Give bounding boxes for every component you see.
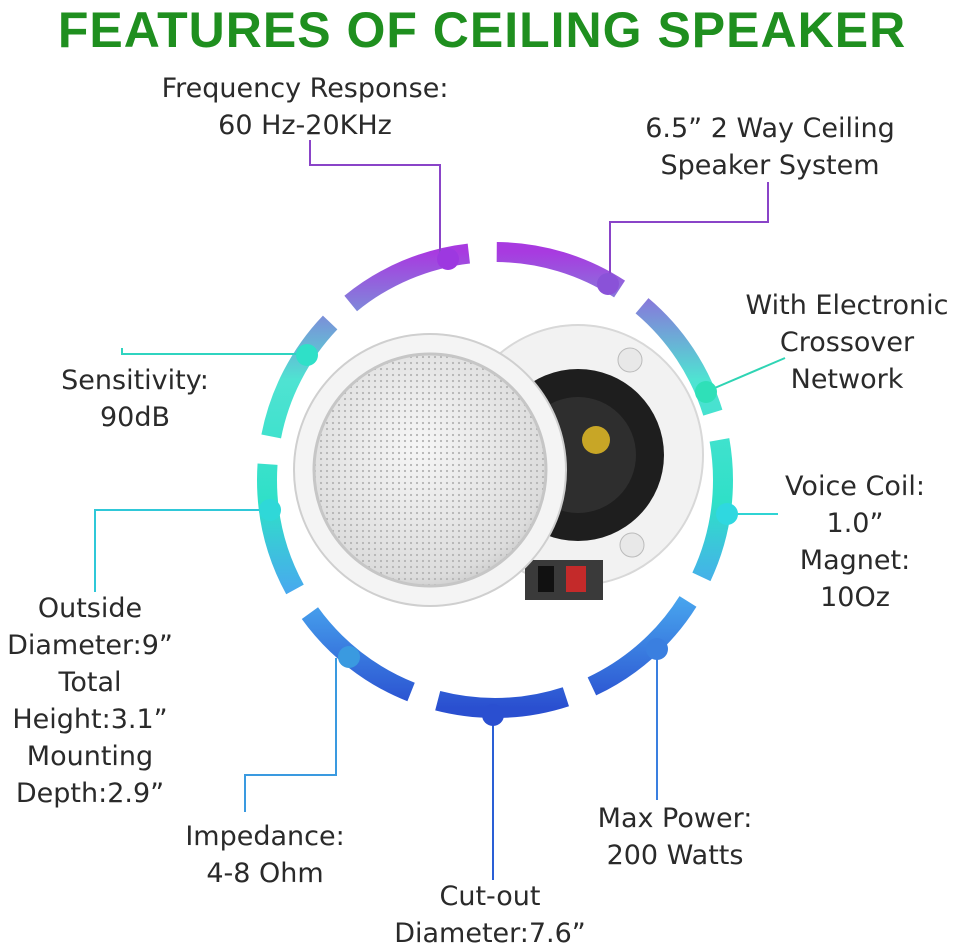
feature-dots bbox=[259, 248, 738, 726]
feature-label: Magnet: bbox=[799, 545, 911, 576]
feature-value: 200 Watts bbox=[606, 840, 744, 871]
feature-value: 60 Hz-20KHz bbox=[218, 110, 392, 141]
feature-label: Mounting bbox=[26, 741, 154, 772]
leader-lines bbox=[94, 140, 786, 880]
feature-crossover: With Electronic Crossover Network bbox=[730, 287, 964, 398]
feature-impedance: Impedance: 4-8 Ohm bbox=[160, 818, 370, 892]
feature-label: Voice Coil: bbox=[785, 471, 925, 502]
feature-value: 10Oz bbox=[820, 582, 890, 613]
feature-value: Network bbox=[790, 364, 904, 395]
feature-value: Crossover bbox=[779, 327, 915, 358]
feature-label: Total bbox=[58, 667, 122, 698]
feature-value: 90dB bbox=[99, 402, 171, 433]
feature-value: 1.0” bbox=[826, 508, 884, 539]
feature-label: Outside bbox=[37, 593, 143, 624]
feature-label: Max Power: bbox=[597, 803, 753, 834]
feature-label: 6.5” 2 Way Ceiling bbox=[645, 113, 895, 144]
page-title: FEATURES OF CEILING SPEAKER bbox=[57, 2, 907, 58]
feature-frequency-response: Frequency Response: 60 Hz-20KHz bbox=[140, 70, 470, 144]
feature-value: Diameter:9” bbox=[7, 630, 173, 661]
speaker-grille bbox=[293, 333, 567, 607]
feature-value: 4-8 Ohm bbox=[206, 858, 324, 889]
feature-label: With Electronic bbox=[745, 290, 949, 321]
feature-value: Diameter:7.6” bbox=[394, 918, 586, 949]
feature-value: Depth:2.9” bbox=[15, 778, 165, 809]
feature-sensitivity: Sensitivity: 90dB bbox=[40, 362, 230, 436]
feature-value: Speaker System bbox=[660, 150, 880, 181]
feature-label: Cut-out bbox=[439, 881, 541, 912]
feature-value: Height:3.1” bbox=[12, 704, 168, 735]
feature-label: Frequency Response: bbox=[161, 73, 449, 104]
feature-label: Impedance: bbox=[185, 821, 345, 852]
feature-cutout: Cut-out Diameter:7.6” bbox=[380, 878, 600, 952]
feature-dimensions: Outside Diameter:9” Total Height:3.1” Mo… bbox=[0, 590, 180, 812]
feature-label: Sensitivity: bbox=[61, 365, 209, 396]
feature-max-power: Max Power: 200 Watts bbox=[575, 800, 775, 874]
feature-speaker-system: 6.5” 2 Way Ceiling Speaker System bbox=[620, 110, 920, 184]
feature-voice-coil: Voice Coil: 1.0” Magnet: 10Oz bbox=[760, 468, 950, 616]
